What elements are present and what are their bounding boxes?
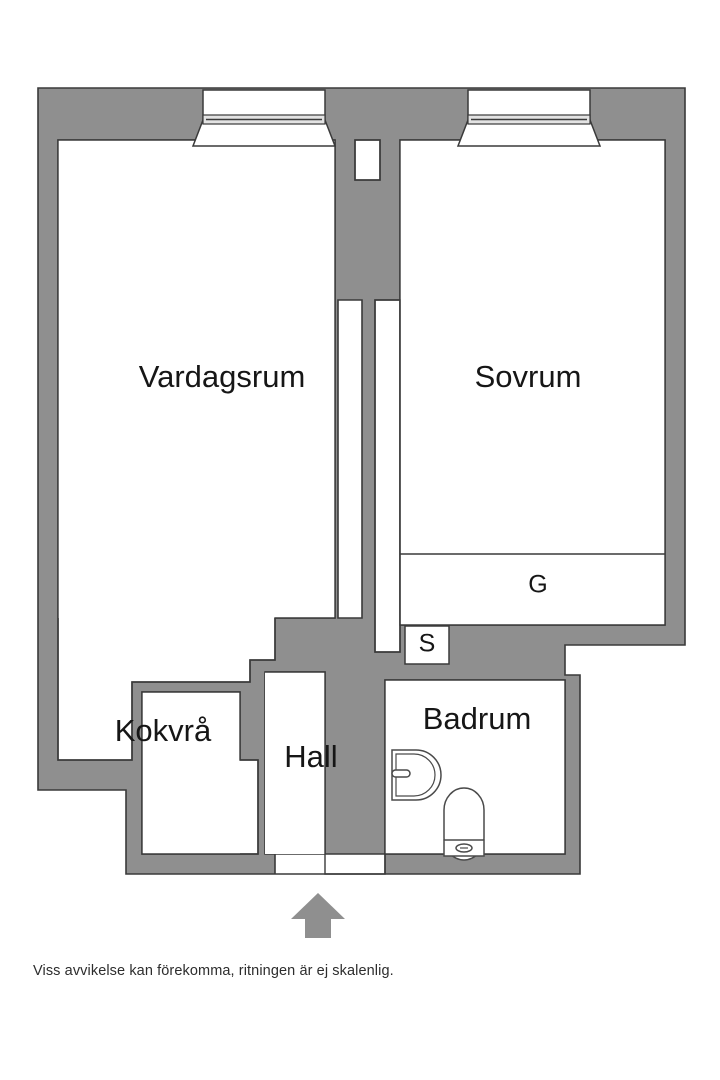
kokvra-floor	[142, 692, 240, 854]
room-label-badrum: Badrum	[423, 701, 532, 736]
sink-faucet-icon	[391, 769, 411, 778]
room-label-hall: Hall	[284, 739, 337, 774]
vardagsrum-floor	[58, 140, 335, 618]
room-labels: Vardagsrum Sovrum Kokvrå Hall Badrum	[115, 359, 582, 774]
annotation-labels: G S	[419, 571, 548, 658]
room-label-vardagsrum: Vardagsrum	[139, 359, 306, 394]
entrance-arrow	[291, 893, 345, 938]
annotation-label-wardrobe: G	[528, 571, 547, 599]
toilet	[443, 787, 485, 861]
hall-floor	[265, 672, 325, 854]
room-label-kokvra: Kokvrå	[115, 713, 212, 748]
sovrum-floor	[400, 140, 665, 625]
window-right	[456, 89, 602, 147]
room-interiors	[58, 140, 665, 854]
disclaimer-text: Viss avvikelse kan förekomma, ritningen …	[33, 963, 394, 979]
room-label-sovrum: Sovrum	[475, 359, 582, 394]
window-left	[191, 89, 337, 147]
utility-closet-box	[404, 625, 450, 665]
annotation-label-utility: S	[419, 630, 436, 658]
bathroom-sink	[391, 749, 442, 801]
